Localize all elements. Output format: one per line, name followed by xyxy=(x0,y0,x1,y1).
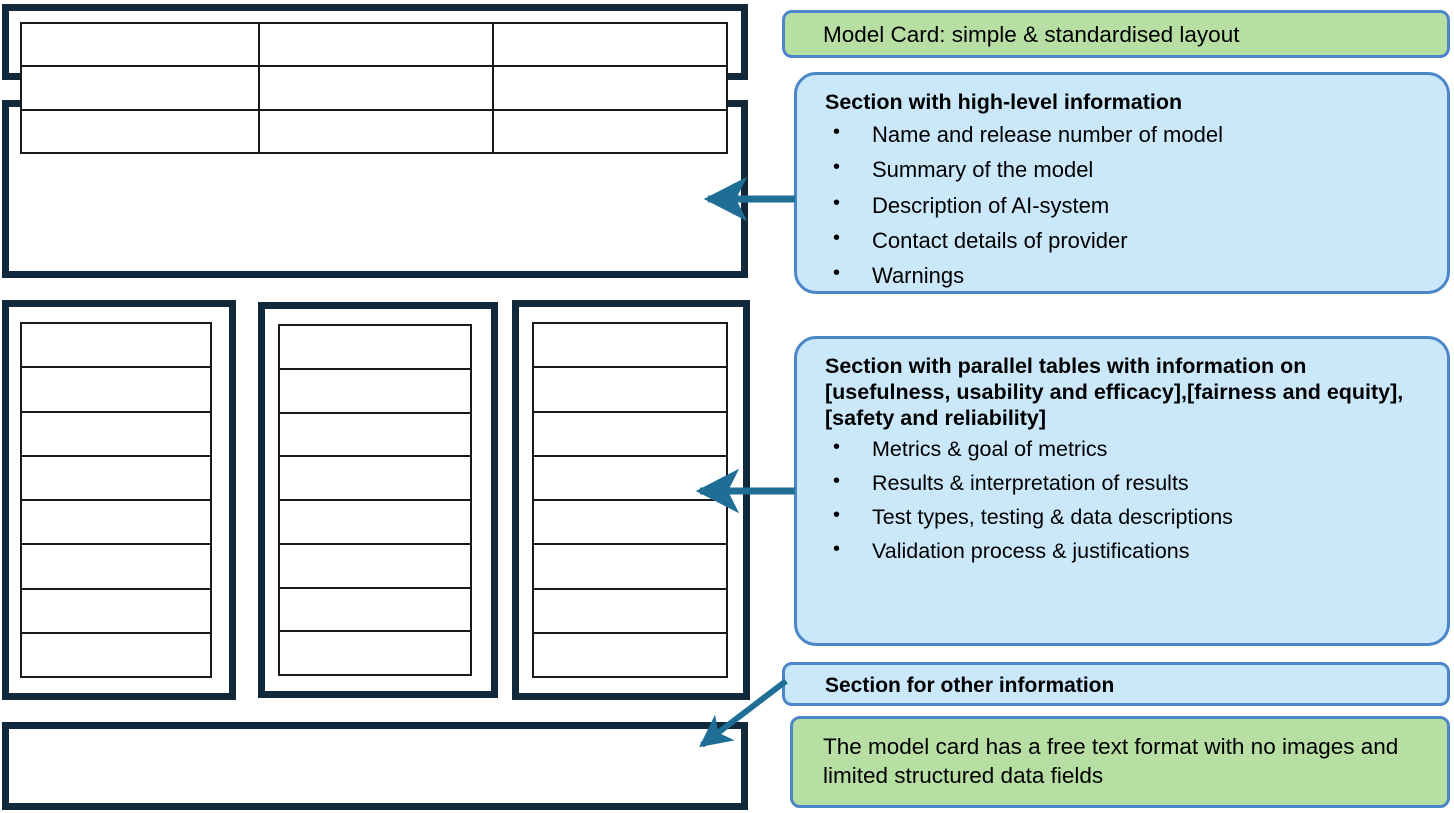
table-row xyxy=(280,457,472,501)
table-cell xyxy=(494,110,728,154)
table-row xyxy=(22,589,212,634)
callout-high-level-bullet-list: Name and release number of model Summary… xyxy=(797,115,1447,293)
parallel-table-3 xyxy=(532,322,728,678)
callout-other-information-heading: Section for other information xyxy=(825,674,1115,697)
table-row xyxy=(280,326,472,370)
list-item: Validation process & justifications xyxy=(825,534,1447,569)
table-row xyxy=(534,545,728,590)
table-row xyxy=(280,413,472,458)
list-item: Name and release number of model xyxy=(825,116,1447,152)
list-item: Summary of the model xyxy=(825,151,1447,187)
table-row xyxy=(534,412,728,457)
table-row xyxy=(280,369,472,414)
table-row xyxy=(22,324,212,369)
table-row xyxy=(534,368,728,413)
table-row xyxy=(280,588,472,633)
table-row xyxy=(280,544,472,589)
callout-top-banner: Model Card: simple & standardised layout xyxy=(782,10,1450,58)
callout-parallel-tables: Section with parallel tables with inform… xyxy=(794,336,1450,646)
callout-high-level-heading: Section with high-level information xyxy=(825,90,1183,114)
callout-free-text-note: The model card has a free text format wi… xyxy=(790,716,1450,808)
table-row xyxy=(534,456,728,501)
callout-parallel-tables-heading: Section with parallel tables with inform… xyxy=(825,354,1404,431)
list-item: Warnings xyxy=(825,257,1447,293)
table-row xyxy=(534,633,728,678)
parallel-table-2 xyxy=(278,324,472,676)
table-cell xyxy=(494,24,728,68)
table-row xyxy=(280,501,472,545)
table-row xyxy=(22,545,212,590)
callout-free-text-note-text: The model card has a free text format wi… xyxy=(823,734,1399,789)
list-item: Contact details of provider xyxy=(825,222,1447,258)
table-cell xyxy=(260,24,495,68)
table-row xyxy=(280,632,472,676)
list-item: Description of AI-system xyxy=(825,187,1447,223)
header-info-table xyxy=(20,22,728,154)
table-row xyxy=(22,633,212,678)
table-cell xyxy=(494,67,728,111)
callout-parallel-tables-bullet-list: Metrics & goal of metrics Results & inte… xyxy=(797,432,1447,569)
callout-top-banner-text: Model Card: simple & standardised layout xyxy=(823,22,1240,47)
table-row xyxy=(534,589,728,634)
list-item: Metrics & goal of metrics xyxy=(825,432,1447,467)
table-cell xyxy=(260,110,495,154)
model-card-footer-section xyxy=(2,722,748,810)
table-cell xyxy=(22,110,261,154)
table-row xyxy=(534,501,728,546)
table-row xyxy=(22,412,212,457)
list-item: Test types, testing & data descriptions xyxy=(825,500,1447,535)
parallel-table-1 xyxy=(20,322,212,678)
table-row xyxy=(22,456,212,501)
table-cell xyxy=(22,67,261,111)
table-cell xyxy=(22,24,261,68)
table-row xyxy=(534,324,728,369)
table-row xyxy=(22,501,212,546)
callout-high-level-information: Section with high-level information Name… xyxy=(794,72,1450,294)
table-row xyxy=(22,368,212,413)
table-cell xyxy=(260,67,495,111)
list-item: Results & interpretation of results xyxy=(825,466,1447,501)
callout-other-information: Section for other information xyxy=(782,662,1450,706)
